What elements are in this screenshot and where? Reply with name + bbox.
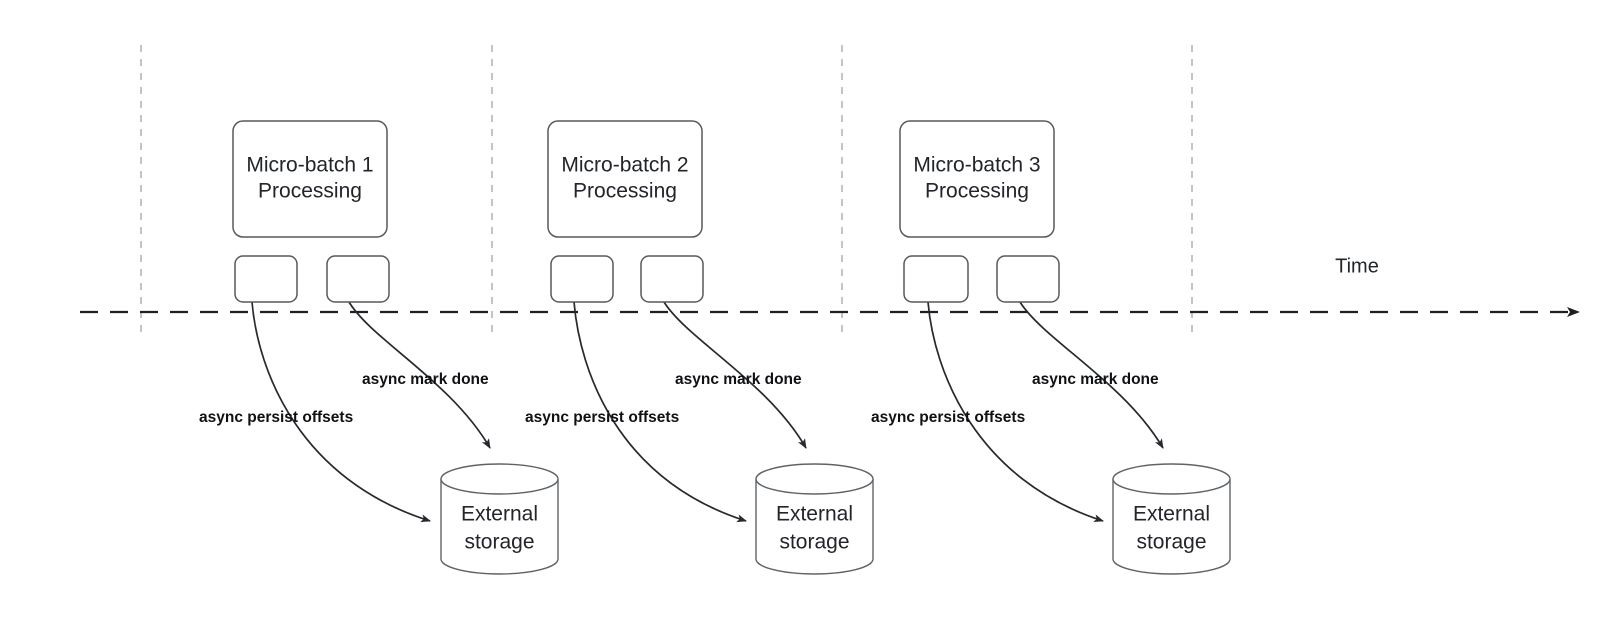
async-flow-edges — [251, 301, 1164, 523]
task-box-1-b[interactable] — [326, 255, 390, 303]
micro-batch-box-3[interactable] — [899, 120, 1055, 238]
micro-batch-box-2[interactable] — [547, 120, 703, 238]
task-box-3-a[interactable] — [903, 255, 969, 303]
external-storage-label-line2-1: storage — [464, 531, 534, 554]
batch-boundary-guides — [140, 45, 1193, 338]
external-storage-cylinder-top-1 — [440, 478, 559, 495]
task-box-3-b[interactable] — [996, 255, 1060, 303]
micro-batch-label-line2-1: Processing — [258, 180, 362, 203]
micro-batch-label-line2-3: Processing — [925, 180, 1029, 203]
external-storage-label-line1-3: External — [1133, 503, 1210, 526]
external-storage-label-line2-2: storage — [779, 531, 849, 554]
flow-arrow-mark-done-2 — [663, 301, 807, 449]
flow-label-mark-done-2: async mark done — [675, 371, 802, 388]
micro-batch-label-line1-1: Micro-batch 1 — [246, 154, 373, 177]
micro-batch-box-1[interactable] — [232, 120, 388, 238]
flow-label-persist-offsets-3: async persist offsets — [871, 409, 1025, 426]
micro-batch-label-line2-2: Processing — [573, 180, 677, 203]
flow-arrow-mark-done-3 — [1019, 301, 1164, 449]
external-storage-cylinder-top-3 — [1112, 478, 1231, 495]
flow-arrow-persist-offsets-2 — [573, 301, 747, 523]
external-storage-label-line2-3: storage — [1136, 531, 1206, 554]
diagram-nodes — [232, 120, 1231, 575]
external-storage-cylinder-top-2 — [755, 478, 874, 495]
flow-label-mark-done-3: async mark done — [1032, 371, 1159, 388]
task-box-1-a[interactable] — [234, 255, 298, 303]
flow-label-mark-done-1: async mark done — [362, 371, 489, 388]
time-axis-label: Time — [1335, 255, 1379, 277]
flow-arrow-persist-offsets-3 — [927, 301, 1104, 523]
flow-label-persist-offsets-2: async persist offsets — [525, 409, 679, 426]
flow-arrow-mark-done-1 — [348, 301, 491, 449]
task-box-2-a[interactable] — [550, 255, 614, 303]
timeline-axis: Time — [80, 255, 1580, 317]
external-storage-label-line1-1: External — [461, 503, 538, 526]
external-storage-label-line1-2: External — [776, 503, 853, 526]
task-box-2-b[interactable] — [640, 255, 704, 303]
micro-batch-label-line1-3: Micro-batch 3 — [913, 154, 1040, 177]
flow-label-persist-offsets-1: async persist offsets — [199, 409, 353, 426]
micro-batch-label-line1-2: Micro-batch 2 — [561, 154, 688, 177]
flow-arrow-persist-offsets-1 — [251, 301, 431, 523]
